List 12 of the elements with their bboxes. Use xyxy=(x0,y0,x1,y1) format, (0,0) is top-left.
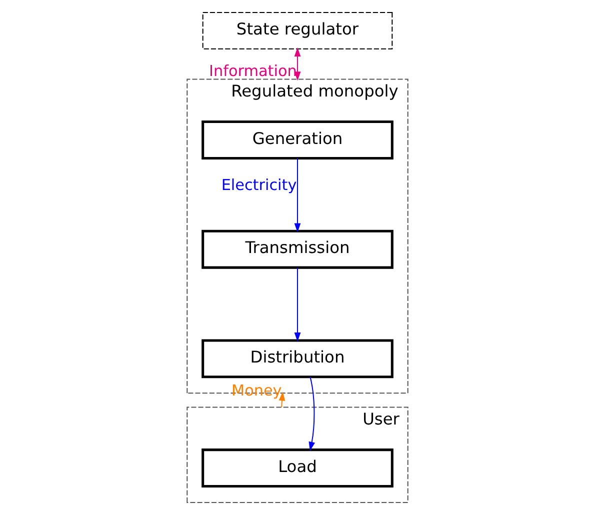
arrow xyxy=(294,158,300,232)
arrow xyxy=(294,268,300,342)
node-box: Generation xyxy=(201,120,393,160)
arrow xyxy=(308,376,314,451)
node-box: State regulator xyxy=(202,12,392,50)
edge-label: Information xyxy=(208,62,296,80)
arrow xyxy=(294,47,300,81)
node-box: Load xyxy=(201,448,393,488)
node-box: Transmission xyxy=(201,230,393,269)
edge-label: Electricity xyxy=(220,176,296,194)
node-box: Distribution xyxy=(201,339,393,378)
arrow xyxy=(278,392,285,408)
